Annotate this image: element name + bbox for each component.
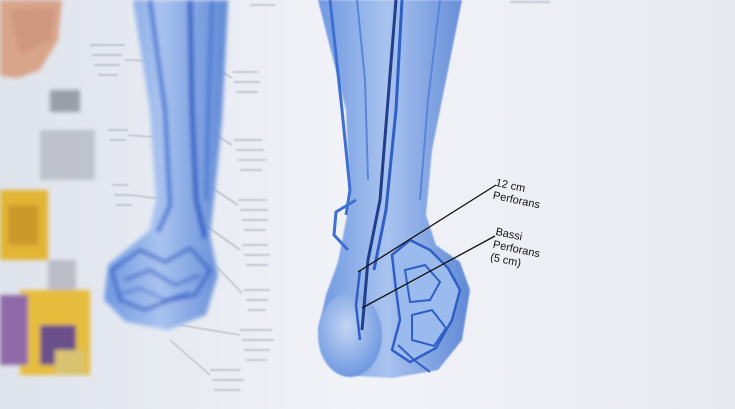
photo-frame: 12 cm Perforans Bassi Perforans (5 cm): [0, 0, 735, 409]
anatomy-poster: [0, 0, 735, 409]
